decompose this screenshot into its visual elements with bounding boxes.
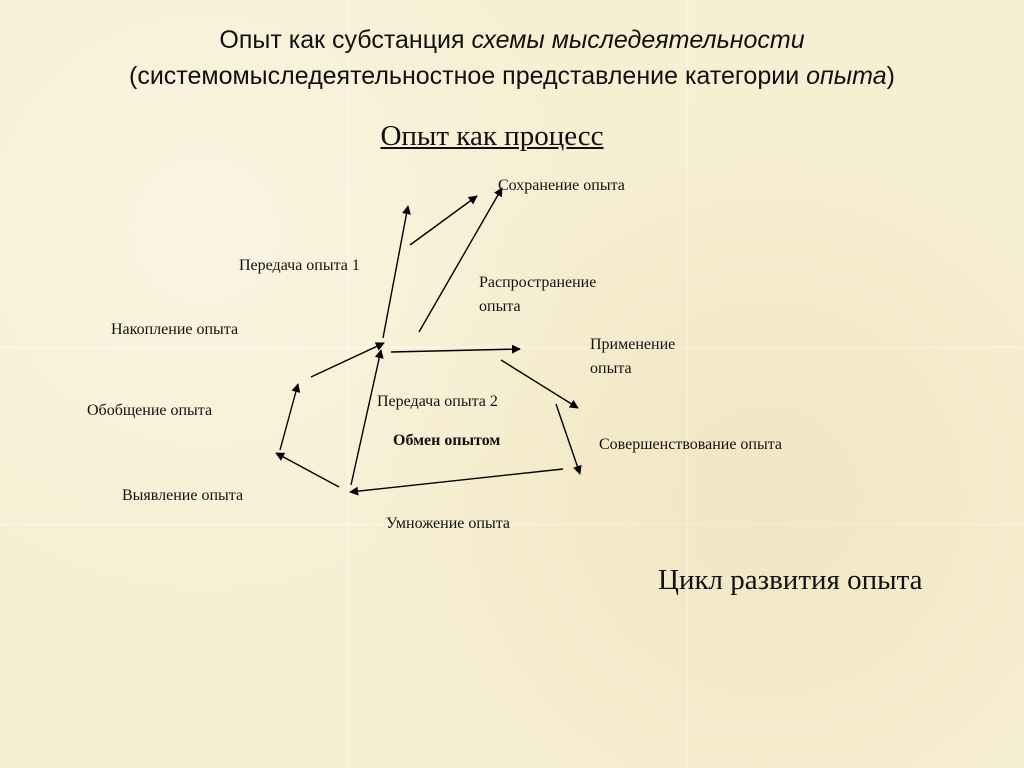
title-text: Опыт как субстанция (219, 26, 472, 54)
title-line-2: (системомыследеятельностное представлени… (0, 58, 1024, 94)
arrow-transfer1-up (382, 205, 411, 339)
label-generalization: Обобщение опыта (87, 402, 213, 419)
label-improvement: Совершенствование опыта (599, 436, 783, 453)
arrow-identification (275, 452, 340, 488)
label-transfer-2: Передача опыта 2 (377, 393, 498, 410)
label-preservation: Сохранение опыта (498, 177, 625, 194)
label-exchange: Обмен опытом (393, 432, 501, 449)
arrow-to-improvement-2 (555, 403, 582, 475)
label-application: Применение опыта (590, 333, 675, 381)
label-dissemination-line-2: опыта (479, 298, 521, 315)
arrow-dissemination (418, 187, 503, 333)
label-dissemination-line-1: Распространение (479, 274, 597, 291)
label-multiplication: Умножение опыта (386, 515, 510, 532)
arrow-multiplication (349, 468, 564, 496)
footer-caption: Цикл развития опыта (658, 564, 923, 596)
title-italic: схемы мыследеятельности (471, 26, 805, 54)
label-dissemination: Распространение опыта (479, 271, 596, 319)
title-line-1: Опыт как субстанция схемы мыследеятельно… (0, 22, 1024, 58)
arrow-to-preservation (409, 195, 478, 246)
title-text: ) (886, 62, 895, 90)
title-italic: опыта (806, 62, 887, 90)
arrow-to-improvement-1 (500, 359, 579, 409)
arrow-to-application (390, 344, 521, 354)
slide-title: Опыт как субстанция схемы мыследеятельно… (0, 22, 1024, 94)
section-subtitle: Опыт как процесс (380, 120, 604, 152)
label-application-line-1: Применение (590, 336, 676, 353)
label-transfer-1: Передача опыта 1 (239, 257, 360, 274)
arrow-transfer2 (350, 349, 384, 486)
label-identification: Выявление опыта (122, 487, 244, 504)
arrow-accumulation (310, 342, 385, 378)
label-application-line-2: опыта (590, 360, 632, 377)
arrow-generalization (279, 383, 301, 451)
title-text: (системомыследеятельностное представлени… (129, 62, 807, 90)
label-accumulation: Накопление опыта (111, 321, 239, 338)
